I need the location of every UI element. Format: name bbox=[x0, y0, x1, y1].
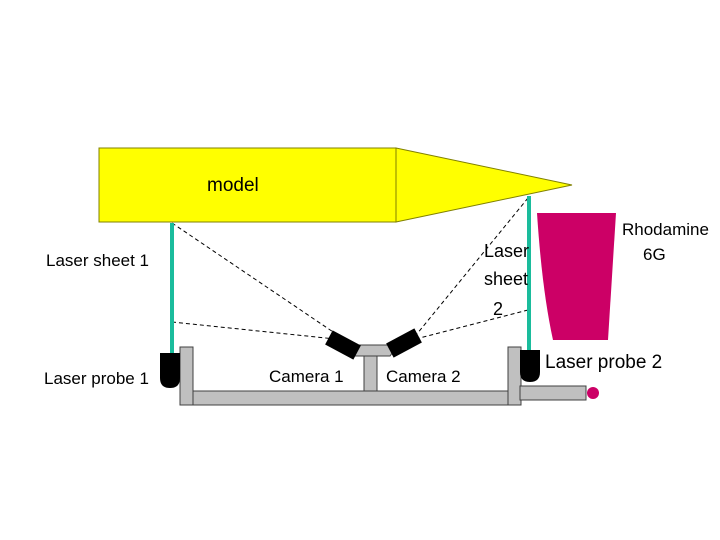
laser-probe-1 bbox=[160, 353, 180, 388]
laser-probe-2-label: Laser probe 2 bbox=[545, 352, 663, 373]
rhodamine-label-line1: Rhodamine bbox=[622, 220, 709, 239]
camera-2 bbox=[386, 328, 422, 358]
model-label: model bbox=[207, 175, 259, 196]
camera-1 bbox=[325, 330, 361, 360]
model-nose bbox=[395, 147, 573, 223]
model-body bbox=[98, 147, 397, 223]
end-knob bbox=[587, 387, 599, 399]
camera-1-view-line-lower bbox=[171, 321, 346, 341]
model-shape bbox=[98, 147, 573, 223]
camera-2-label: Camera 2 bbox=[386, 367, 461, 386]
laser-sheet-2-label-line1: Laser bbox=[484, 241, 530, 261]
rig-left-post bbox=[179, 346, 194, 406]
camera-2-body bbox=[386, 328, 422, 358]
camera-2-view-line-upper bbox=[411, 197, 529, 341]
laser-probe-2 bbox=[520, 350, 540, 382]
camera-view-lines bbox=[171, 197, 529, 341]
laser-sheet-2-label-line2: sheet bbox=[484, 269, 529, 289]
laser-sheet-1-label: Laser sheet 1 bbox=[46, 251, 150, 270]
rig-center-post bbox=[363, 354, 378, 392]
laser-probe-1-label: Laser probe 1 bbox=[44, 369, 149, 388]
rig-right-post bbox=[507, 346, 522, 406]
camera-1-label: Camera 1 bbox=[269, 367, 344, 386]
rig-base-bar bbox=[179, 390, 521, 406]
camera-1-body bbox=[325, 330, 361, 360]
camera-2-view-line-lower bbox=[411, 309, 529, 341]
laser-sheet-2-label-line3: 2 bbox=[493, 299, 504, 319]
rhodamine-label-line2: 6G bbox=[643, 245, 666, 264]
rhodamine-plume bbox=[537, 213, 616, 340]
rig-extension-arm bbox=[519, 385, 587, 401]
camera-1-view-line-upper bbox=[171, 222, 346, 341]
